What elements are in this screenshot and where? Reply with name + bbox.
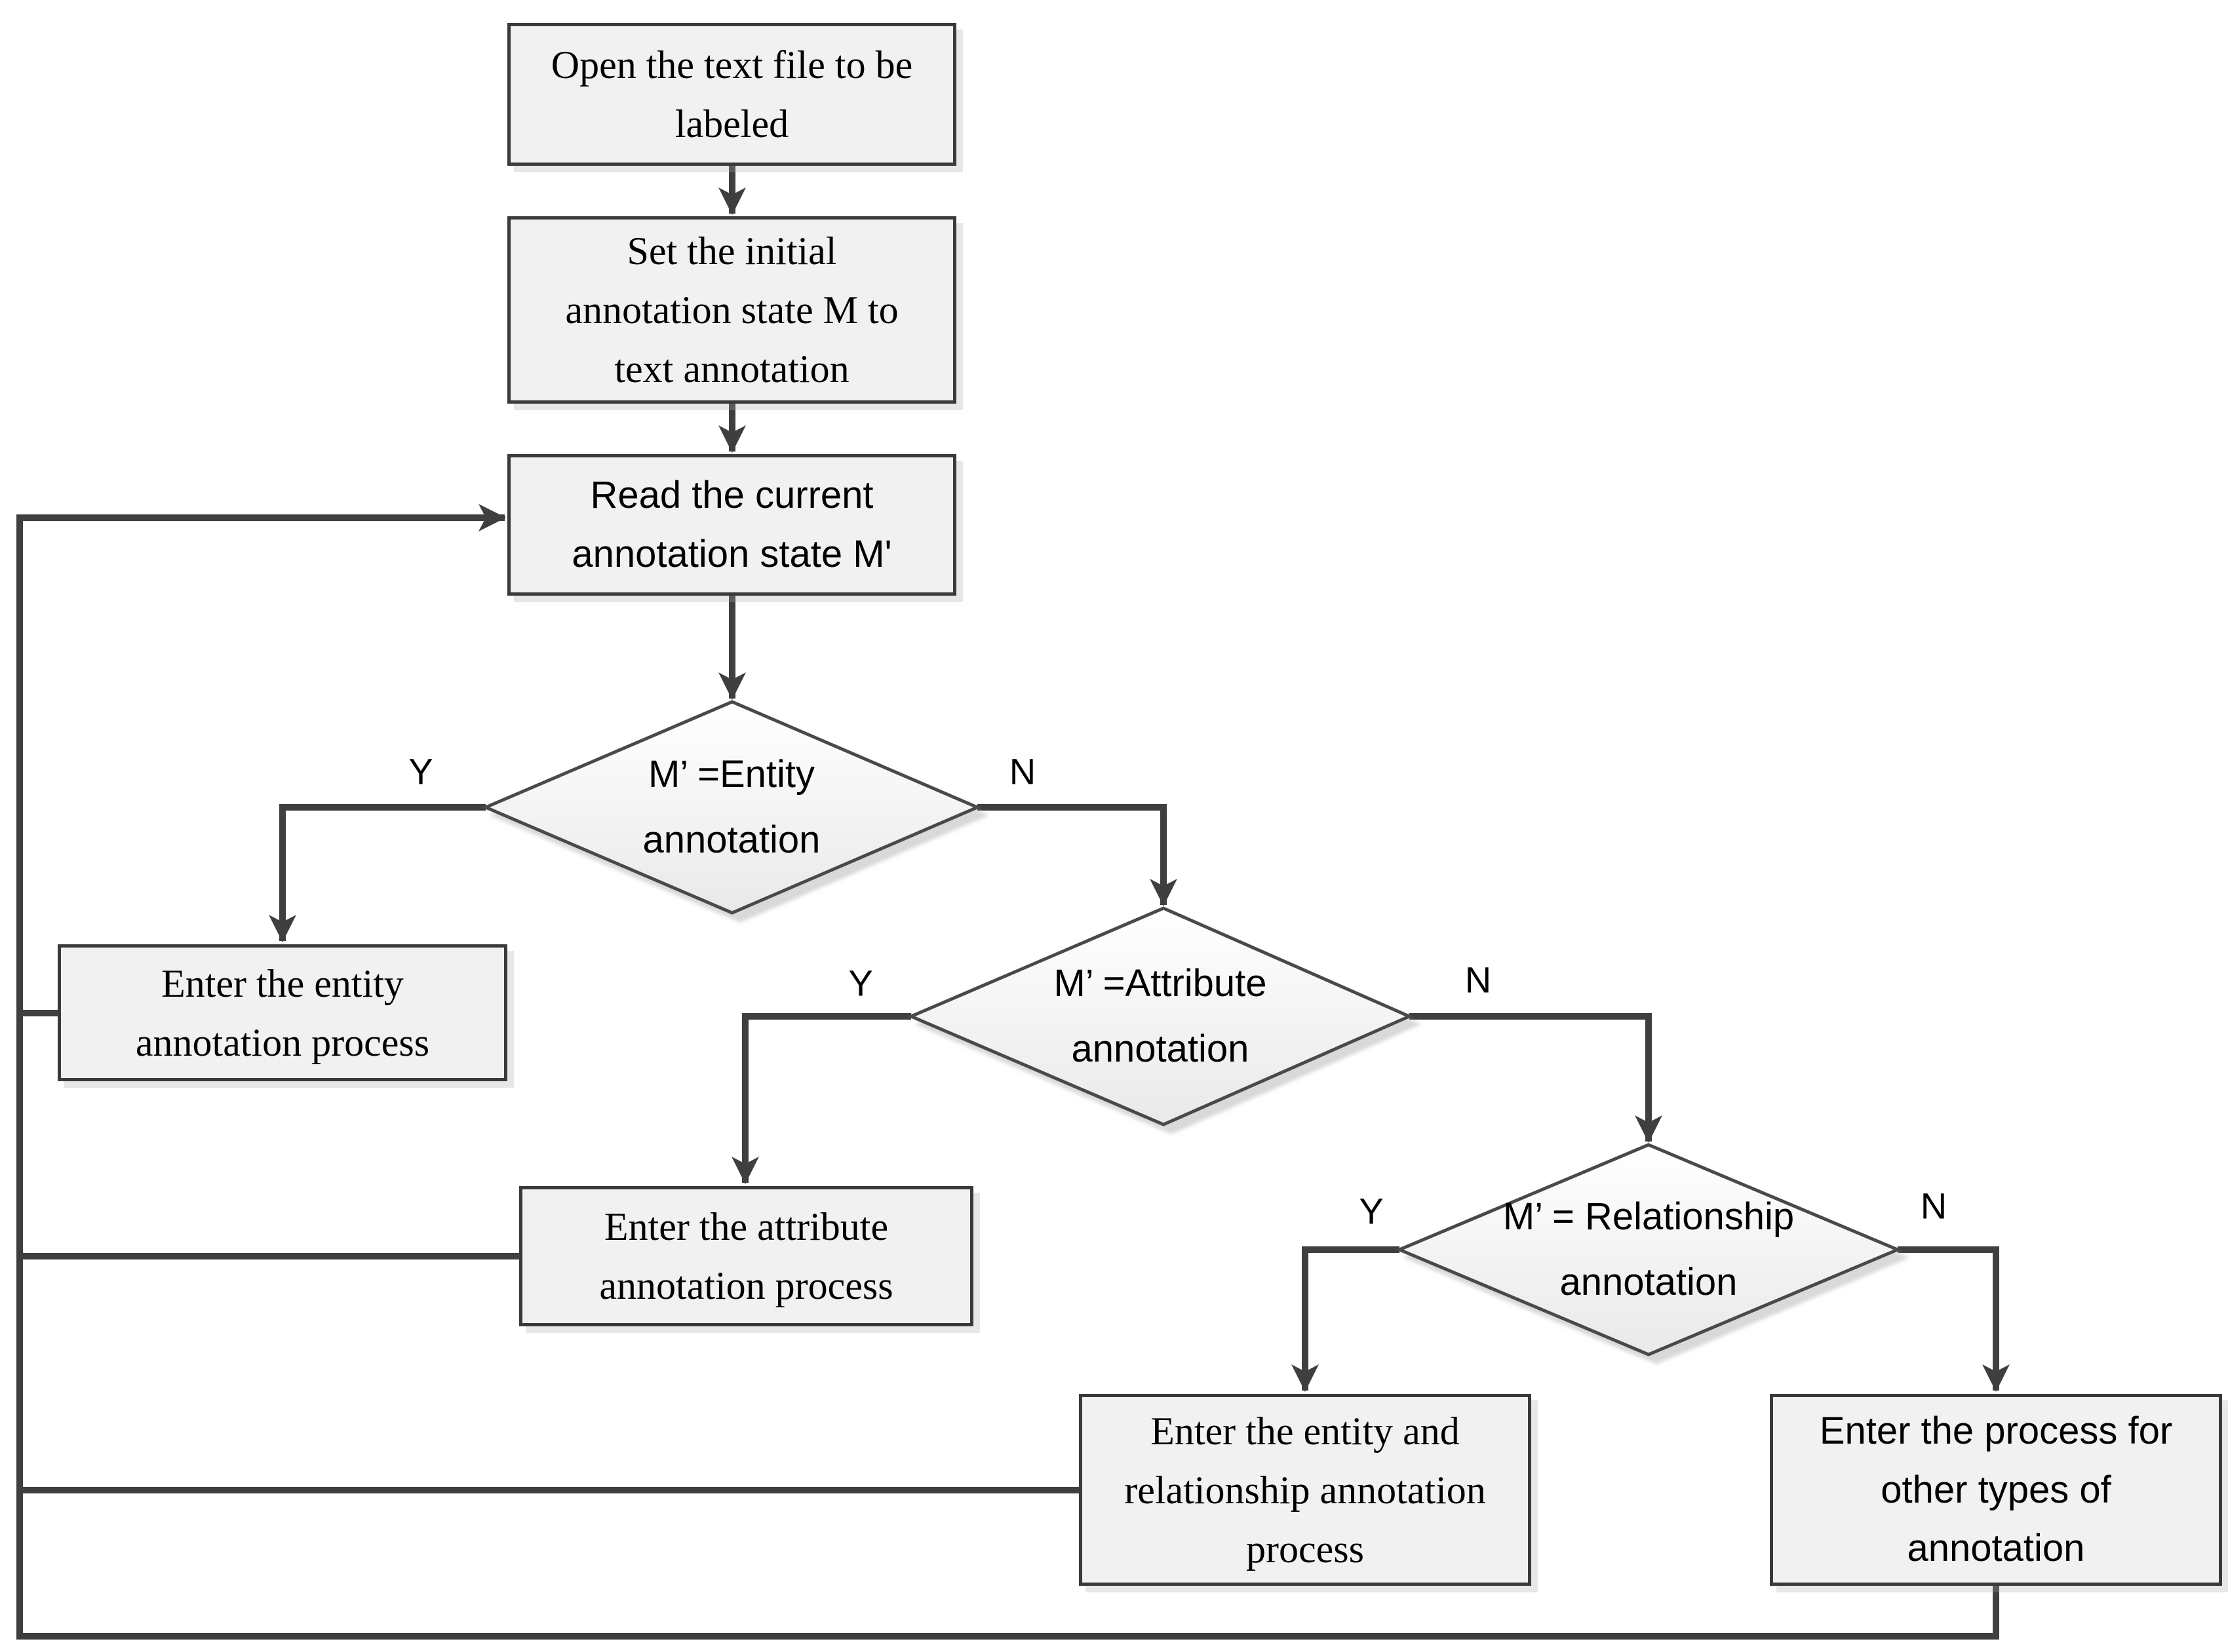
label-decision-entity-yes: Y bbox=[408, 750, 433, 792]
process-attribute-annotation: Enter the attribute annotation process bbox=[519, 1186, 973, 1326]
edge-decision-relationship-no bbox=[1898, 1246, 2010, 1392]
label-decision-attribute-yes: Y bbox=[848, 962, 873, 1004]
decision-attribute-label: M’ =Attribute annotation bbox=[1053, 962, 1267, 1070]
process-entity-annotation: Enter the entity annotation process bbox=[58, 944, 507, 1081]
process-other-annotation: Enter the process for other types of ann… bbox=[1770, 1394, 2222, 1586]
decision-entity-label: M’ =Entity annotation bbox=[642, 753, 821, 861]
label-decision-entity-no: N bbox=[1009, 750, 1036, 792]
label-decision-relationship-yes: Y bbox=[1359, 1190, 1384, 1232]
decision-attribute-shape bbox=[907, 906, 1414, 1126]
process-entity-relationship-annotation: Enter the entity and relationship annota… bbox=[1079, 1394, 1531, 1586]
edge-decision-entity-no bbox=[977, 804, 1177, 906]
edge-decision-relationship-yes bbox=[1291, 1246, 1399, 1392]
edge-decision-attribute-no bbox=[1409, 1013, 1662, 1143]
edge-feedback-trunk bbox=[16, 514, 1999, 1640]
label-decision-relationship-no: N bbox=[1920, 1185, 1947, 1227]
process-set-initial-state: Set the initial annotation state M to te… bbox=[507, 216, 956, 404]
decision-relationship-shape bbox=[1395, 1143, 1902, 1356]
process-open-file: Open the text file to be labeled bbox=[507, 23, 956, 166]
decision-entity-shape bbox=[481, 700, 982, 915]
edge-decision-attribute-yes bbox=[732, 1013, 911, 1184]
process-read-state: Read the current annotation state M' bbox=[507, 454, 956, 596]
label-decision-attribute-no: N bbox=[1464, 959, 1492, 1001]
decision-relationship-label: M’ = Relationship annotation bbox=[1502, 1195, 1795, 1303]
edge-decision-entity-yes bbox=[269, 804, 486, 942]
